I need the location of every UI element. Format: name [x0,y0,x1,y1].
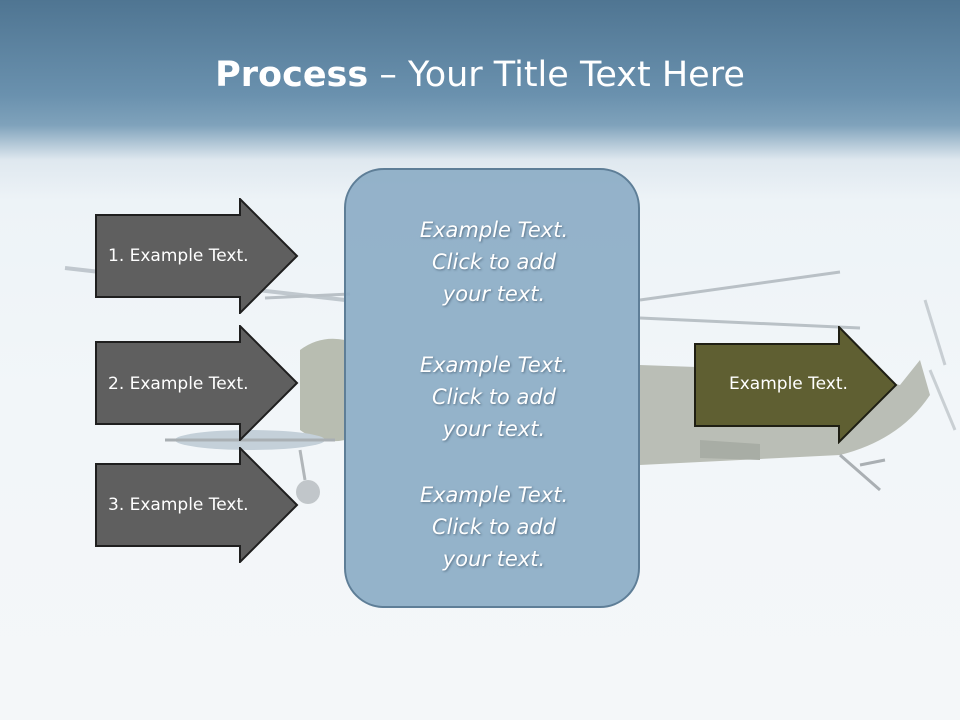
center-block-1-line-1: Example Text. [419,218,569,242]
title-bold-part: Process [215,55,369,95]
center-block-1-line-3: your text. [442,282,546,306]
center-block-3-line-1: Example Text. [419,483,569,507]
center-block-3-line-3: your text. [442,547,546,571]
center-block-1-line-2: Click to add [431,250,556,274]
right-arrow[interactable]: Example Text. [694,326,899,444]
center-block-2-line-1: Example Text. [419,353,569,377]
center-block-2-line-3: your text. [442,417,546,441]
left-arrow-1-label: 1. Example Text. [108,246,249,266]
center-text-box[interactable]: Example Text. Click to add your text. Ex… [344,168,640,608]
center-block-3-line-2: Click to add [431,515,556,539]
left-arrow-2[interactable]: 2. Example Text. [95,325,300,441]
center-text-block-3[interactable]: Example Text. Click to add your text. [346,479,642,575]
left-arrow-3-label: 3. Example Text. [108,495,249,515]
center-block-2-line-2: Click to add [431,385,556,409]
center-text-block-2[interactable]: Example Text. Click to add your text. [346,349,642,445]
left-arrow-3[interactable]: 3. Example Text. [95,447,300,563]
center-text-block-1[interactable]: Example Text. Click to add your text. [346,214,642,310]
title-rest-part: – Your Title Text Here [368,55,745,95]
left-arrow-1[interactable]: 1. Example Text. [95,198,300,314]
left-arrow-2-label: 2. Example Text. [108,374,249,394]
slide-title[interactable]: Process – Your Title Text Here [0,52,960,98]
right-arrow-label: Example Text. [729,374,848,394]
